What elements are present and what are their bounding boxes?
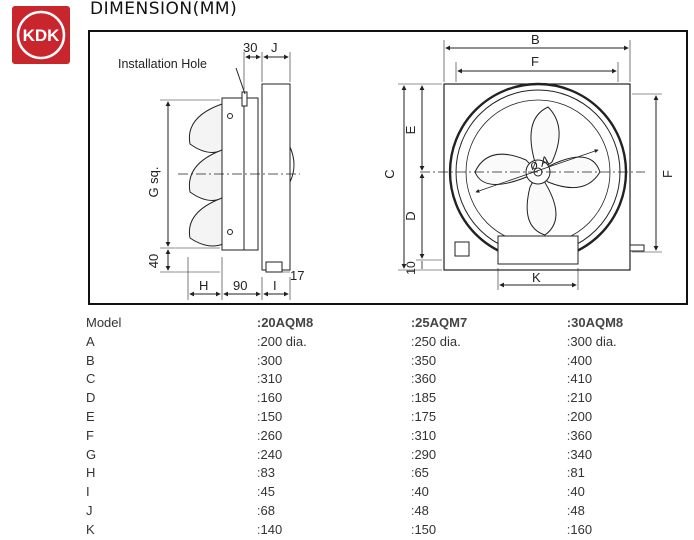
spec-value-model-1: 300	[260, 352, 283, 368]
dim-c-label: C	[382, 169, 397, 178]
spec-value-model-2: 185	[414, 390, 437, 406]
spec-value-model-1: 140	[260, 521, 283, 537]
header-model-1: 20AQM8	[261, 315, 314, 330]
spec-value-model-1: 45	[260, 484, 275, 500]
side-view	[160, 52, 300, 300]
spec-value-model-3: 300 dia.	[570, 333, 617, 349]
spec-row: A:200 dia.:250 dia.:300 dia.	[86, 333, 686, 352]
dim-40-label: 40	[146, 254, 161, 268]
dim-b-label: B	[531, 32, 540, 47]
page-title: DIMENSION(MM)	[90, 0, 238, 19]
dim-i-label: I	[273, 278, 277, 293]
spec-value-model-2: 40	[414, 484, 429, 500]
spec-value-model-2: 290	[414, 446, 437, 462]
kdk-logo: KDK	[12, 6, 70, 64]
spec-value-model-1: 150	[260, 408, 283, 424]
spec-row: I:45:40:40	[86, 483, 686, 502]
spec-row-label: C	[86, 371, 96, 387]
spec-value-model-3: 200	[570, 408, 593, 424]
dim-a-label: ø A	[528, 153, 551, 173]
spec-row: J:68:48:48	[86, 502, 686, 521]
spec-value-model-2: 360	[414, 371, 437, 387]
spec-row: G:240:290:340	[86, 446, 686, 465]
spec-value-model-2: 250 dia.	[414, 333, 461, 349]
spec-value-model-1: 310	[260, 371, 283, 387]
dimension-diagram: Installation Hole 30 J G sq. 40 H 90 I 1…	[88, 30, 688, 305]
spec-value-model-3: 340	[570, 446, 593, 462]
spec-value-model-2: 310	[414, 427, 437, 443]
spec-row: K:140:150:160	[86, 521, 686, 540]
spec-value-model-1: 83	[260, 465, 275, 481]
header-model-label: Model	[86, 315, 122, 330]
spec-value-model-2: 350	[414, 352, 437, 368]
header-model-2: 25AQM7	[415, 315, 468, 330]
spec-row: B:300:350:400	[86, 352, 686, 371]
spec-row-label: J	[86, 502, 93, 518]
spec-row-label: B	[86, 352, 95, 368]
spec-value-model-1: 240	[260, 446, 283, 462]
spec-row: H:83:65:81	[86, 464, 686, 483]
dim-f-top-label: F	[531, 54, 539, 69]
dim-j-label: J	[271, 40, 278, 55]
dim-30-label: 30	[243, 40, 257, 55]
spec-row-label: F	[86, 427, 94, 443]
dim-h-label: H	[199, 278, 208, 293]
spec-value-model-3: 40	[570, 484, 585, 500]
spec-row-label: I	[86, 484, 90, 500]
spec-row: D:160:185:210	[86, 389, 686, 408]
spec-row-label: D	[86, 390, 96, 406]
spec-row-label: K	[86, 521, 95, 537]
header-model-3: 30AQM8	[571, 315, 624, 330]
spec-value-model-3: 410	[570, 371, 593, 387]
front-view	[398, 40, 662, 290]
spec-row: E:150:175:200	[86, 408, 686, 427]
spec-row-label: E	[86, 408, 95, 424]
spec-row-label: A	[86, 333, 95, 349]
dim-k-label: K	[532, 270, 541, 285]
logo-text: KDK	[23, 26, 61, 45]
spec-row-label: G	[86, 446, 97, 462]
spec-value-model-3: 360	[570, 427, 593, 443]
spec-row: C:310:360:410	[86, 370, 686, 389]
spec-row-label: H	[86, 465, 96, 481]
spec-value-model-1: 200 dia.	[260, 333, 307, 349]
dim-d-label: D	[403, 211, 418, 220]
spec-value-model-3: 210	[570, 390, 593, 406]
spec-value-model-1: 260	[260, 427, 283, 443]
spec-value-model-3: 160	[570, 521, 593, 537]
spec-value-model-1: 160	[260, 390, 283, 406]
spec-header-row: Model :20AQM8 :25AQM7 :30AQM8	[86, 314, 686, 333]
spec-row: F:260:310:360	[86, 427, 686, 446]
dim-e-label: E	[403, 125, 418, 134]
spec-value-model-2: 150	[414, 521, 437, 537]
spec-value-model-3: 81	[570, 465, 585, 481]
spec-value-model-2: 65	[414, 465, 429, 481]
spec-value-model-3: 400	[570, 352, 593, 368]
spec-value-model-2: 48	[414, 502, 429, 518]
spec-value-model-2: 175	[414, 408, 437, 424]
dim-10-label: 10	[404, 261, 418, 275]
dim-f-right-label: F	[660, 170, 675, 178]
spec-table: Model :20AQM8 :25AQM7 :30AQM8 A:200 dia.…	[86, 314, 686, 540]
spec-value-model-3: 48	[570, 502, 585, 518]
installation-hole-label: Installation Hole	[118, 57, 207, 71]
dim-17-label: 17	[290, 268, 304, 283]
dim-g-label: G sq.	[146, 166, 161, 197]
spec-value-model-1: 68	[260, 502, 275, 518]
dim-90-label: 90	[233, 278, 247, 293]
